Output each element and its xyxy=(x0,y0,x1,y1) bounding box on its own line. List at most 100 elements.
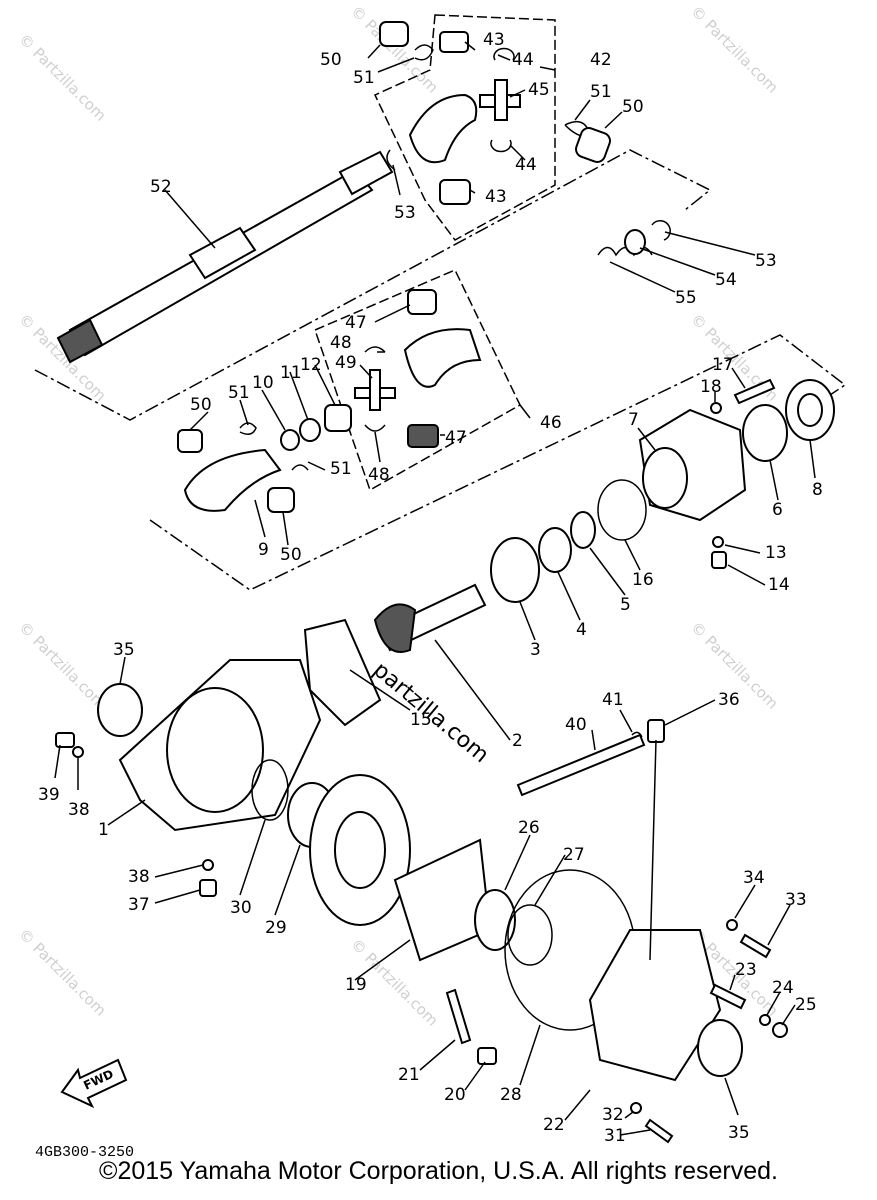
ring-gear-hub xyxy=(334,811,386,889)
callout-23: 23 xyxy=(735,960,757,980)
nut-25 xyxy=(772,1022,788,1038)
callout-18: 18 xyxy=(700,377,722,397)
ring-gear-group xyxy=(251,759,636,1031)
callout-45: 45 xyxy=(528,80,550,100)
callout-50: 50 xyxy=(190,395,212,415)
callout-19: 19 xyxy=(345,975,367,995)
breather-36 xyxy=(647,719,665,743)
callout-7: 7 xyxy=(628,410,639,430)
breather-36-line xyxy=(649,739,657,961)
yoke-lower xyxy=(403,328,482,388)
bearing-26 xyxy=(474,889,516,951)
circlip-44-bottom xyxy=(490,139,512,153)
circlip-53-lower xyxy=(651,220,671,241)
plug-37 xyxy=(199,879,217,897)
bearing-43-bottom xyxy=(439,179,471,205)
callout-35: 35 xyxy=(728,1123,750,1143)
bolt-20 xyxy=(477,1047,497,1065)
yoke-9 xyxy=(183,448,282,512)
washer-38-lower xyxy=(202,859,214,871)
plug-39 xyxy=(55,732,75,748)
callout-50: 50 xyxy=(622,97,644,117)
stud-23 xyxy=(709,983,747,1010)
cover-22 xyxy=(588,929,722,1082)
callout-17: 17 xyxy=(712,355,734,375)
differential-case-group xyxy=(55,659,322,897)
bolt-17 xyxy=(733,378,776,405)
callout-13: 13 xyxy=(765,543,787,563)
seal-35-right xyxy=(697,1019,743,1077)
bearing-50-right xyxy=(575,127,611,163)
callout-47: 47 xyxy=(445,428,467,448)
shim-30 xyxy=(251,759,289,821)
bolt-33 xyxy=(739,933,772,959)
callout-50: 50 xyxy=(320,50,342,70)
clip-51-lower xyxy=(291,464,309,471)
washer-13 xyxy=(712,536,724,548)
callout-44: 44 xyxy=(512,50,534,70)
callout-42: 42 xyxy=(590,50,612,70)
circlip-48-top xyxy=(364,346,386,353)
callout-39: 39 xyxy=(38,785,60,805)
bearing-50-upper xyxy=(379,21,409,47)
breather-group xyxy=(516,719,665,961)
callout-31: 31 xyxy=(604,1126,626,1146)
callout-30: 30 xyxy=(230,898,252,918)
callout-3: 3 xyxy=(530,640,541,660)
callout-9: 9 xyxy=(258,540,269,560)
callout-11: 11 xyxy=(280,363,302,383)
case-1-opening xyxy=(166,687,264,813)
callout-12: 12 xyxy=(300,355,322,375)
callout-51: 51 xyxy=(590,82,612,102)
bearing-50-left xyxy=(177,429,203,453)
callout-28: 28 xyxy=(500,1085,522,1105)
sensor-bracket-21 xyxy=(445,988,472,1045)
circlip-44-top xyxy=(493,47,515,61)
cover-group xyxy=(445,919,788,1144)
callout-16: 16 xyxy=(632,570,654,590)
callout-10: 10 xyxy=(252,373,274,393)
callout-51: 51 xyxy=(228,383,250,403)
callout-49: 49 xyxy=(335,353,357,373)
callout-44: 44 xyxy=(515,155,537,175)
watermark-text: © Partzilla.com xyxy=(15,618,110,713)
bearing-3 xyxy=(490,537,540,603)
callout-52: 52 xyxy=(150,177,172,197)
shaft-spline-end xyxy=(56,318,104,364)
clip-51-upper xyxy=(414,44,434,61)
callout-43: 43 xyxy=(485,187,507,207)
yoke-upper xyxy=(408,93,478,164)
callout-33: 33 xyxy=(785,890,807,910)
spider-49-bar-v xyxy=(369,369,381,411)
watermark-text: © Partzilla.com xyxy=(15,925,110,1020)
bearing-6 xyxy=(742,404,788,462)
callout-5: 5 xyxy=(620,595,631,615)
callout-51: 51 xyxy=(330,459,352,479)
nut-5 xyxy=(570,511,596,549)
o-ring-16 xyxy=(597,479,647,541)
watermark-text: © Partzilla.com xyxy=(15,30,110,125)
gasket-15 xyxy=(303,618,382,727)
callout-21: 21 xyxy=(398,1065,420,1085)
callout-55: 55 xyxy=(675,288,697,308)
seal-8-inner xyxy=(797,393,823,427)
callout-15: 15 xyxy=(410,710,432,730)
callout-29: 29 xyxy=(265,918,287,938)
callout-34: 34 xyxy=(743,868,765,888)
callout-1: 1 xyxy=(98,820,109,840)
universal-joint-group-42 xyxy=(373,14,556,241)
callout-27: 27 xyxy=(563,845,585,865)
shaft-spline-front xyxy=(338,150,394,196)
callout-22: 22 xyxy=(543,1115,565,1135)
bearing-47-bottom xyxy=(407,424,439,448)
callout-8: 8 xyxy=(812,480,823,500)
joint-assembly-boundary xyxy=(149,334,847,591)
callout-46: 46 xyxy=(540,413,562,433)
shim-27 xyxy=(507,904,553,966)
callout-2: 2 xyxy=(512,731,523,751)
callout-48: 48 xyxy=(368,465,390,485)
copyright-notice: ©2015 Yamaha Motor Corporation, U.S.A. A… xyxy=(99,1157,778,1185)
propeller-shaft-boundary xyxy=(34,149,712,421)
seal-12 xyxy=(324,404,352,432)
